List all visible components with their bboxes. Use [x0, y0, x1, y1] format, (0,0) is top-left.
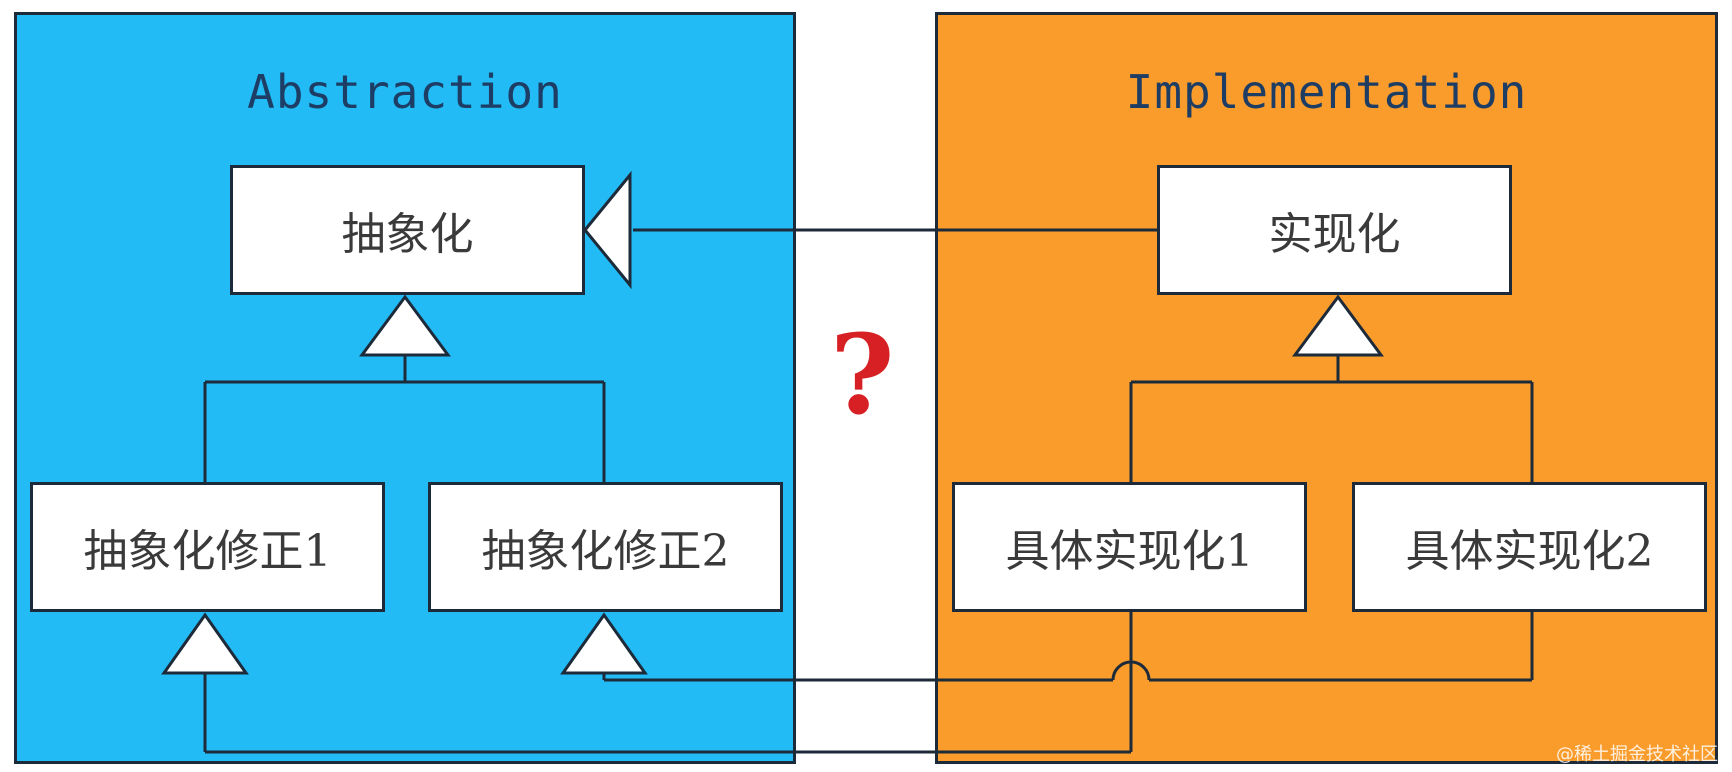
concrete-implementor-1-box: 具体实现化1	[952, 482, 1307, 612]
question-mark: ?	[830, 310, 895, 439]
implementor-root-box: 实现化	[1157, 165, 1512, 295]
impl-inherit-triangle	[1292, 294, 1384, 357]
aggregation-triangle-left	[583, 170, 632, 290]
link-2-hop	[1111, 660, 1151, 681]
implementation-panel: Implementation	[935, 12, 1718, 764]
watermark: @稀土掘金技术社区	[1556, 744, 1718, 765]
concrete-implementor-2-box: 具体实现化2	[1352, 482, 1707, 612]
refined-abstraction-1-box: 抽象化修正1	[30, 482, 385, 612]
abstraction-title: Abstraction	[247, 65, 563, 119]
refined1-inherit-triangle	[161, 612, 249, 675]
abstraction-panel: Abstraction	[14, 12, 796, 764]
refined-abstraction-2-box: 抽象化修正2	[428, 482, 783, 612]
implementation-title: Implementation	[1125, 65, 1528, 119]
abstraction-root-box: 抽象化	[230, 165, 585, 295]
abs-inherit-triangle	[359, 294, 451, 357]
refined2-inherit-triangle	[560, 612, 648, 675]
